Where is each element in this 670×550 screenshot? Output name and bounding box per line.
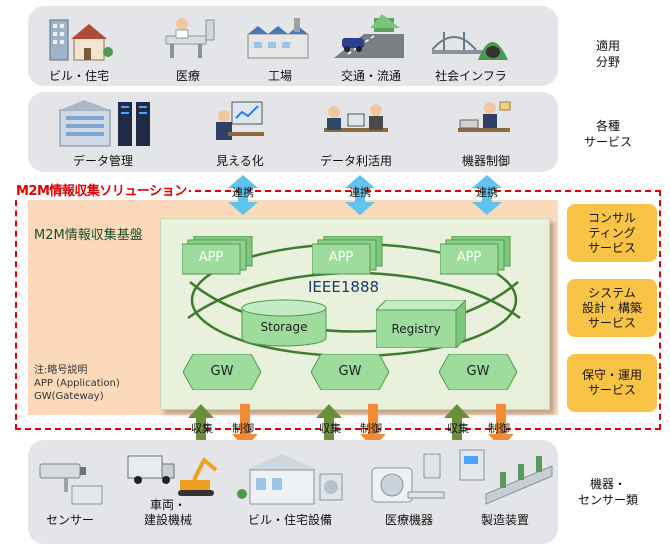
medical-icon [165,18,215,58]
application-item-transport-logistics: 交通・流通 [340,69,401,83]
vehicle-construction-icon [127,455,218,496]
system-design-build-service-button[interactable]: システム 設計・構築 サービス [567,279,657,337]
app-stack-icon [312,236,383,275]
link-label-3: 連携 [476,186,498,199]
gw-label-2: GW [338,364,362,379]
protocol-label: IEEE1888 [308,278,380,296]
platform-title: M2M情報収集基盤 [34,228,143,243]
sensor-camera-icon [39,463,103,505]
gateway-hexagon-icon [183,354,261,390]
service-item-device-control: 機器制御 [461,154,510,168]
collect-label-2: 収集 [319,422,341,435]
storage-label: Storage [260,320,308,334]
control-arrow-icon [232,404,258,448]
link-arrow-icon [472,175,502,215]
registry-box-icon [376,300,466,348]
consulting-service-button[interactable]: コンサル ティング サービス [567,204,657,262]
services-row-label: 各種 サービス [583,119,632,149]
gw-label-1: GW [210,364,234,379]
maintenance-operation-service-button[interactable]: 保守・運用 サービス [567,354,657,412]
manufacturing-equipment-icon [459,449,553,505]
app-label-3: APP [456,250,482,265]
service-item-data-utilization: データ利活用 [319,154,392,168]
link-label-2: 連携 [349,186,371,199]
app-stack-icon [182,236,253,275]
solution-border [15,190,661,430]
device-item-building-equipment: ビル・住宅設備 [247,513,332,527]
app-label-2: APP [328,250,354,265]
control-label-1: 制御 [232,422,254,435]
control-label-3: 制御 [488,422,510,435]
service-item-data-management: データ管理 [72,154,133,168]
device-item-medical-equipment: 医療機器 [384,513,433,527]
device-item-manufacturing-equipment: 製造装置 [480,513,529,527]
devices-row-label: 機器・ センサー類 [577,477,638,507]
medical-device-icon [371,453,445,503]
link-arrow-icon [228,175,258,215]
abbreviation-note: 注:略号説明 APP (Application) GW(Gateway) [34,365,120,402]
registry-label: Registry [391,322,441,336]
factory-icon [247,18,309,59]
collect-label-3: 収集 [447,422,469,435]
control-arrow-icon [360,404,386,448]
link-arrow-icon [345,175,375,215]
gateway-hexagon-icon [439,354,517,390]
infrastructure-icon [432,32,508,60]
building-equipment-icon [237,454,343,505]
app-stack-icon [440,236,511,275]
collect-arrow-icon [316,404,342,448]
device-item-sensor: センサー [45,513,94,527]
device-control-icon [458,101,511,132]
solution-title: M2M情報収集ソリューション [14,180,189,199]
control-label-2: 制御 [360,422,382,435]
storage-cylinder-icon [241,299,327,347]
building-house-icon [49,19,113,61]
device-item-vehicle-construction: 車両・ 建設機械 [143,498,192,527]
application-row-label: 適用 分野 [595,39,620,69]
app-label-1: APP [198,250,224,265]
service-item-visualization: 見える化 [216,154,264,168]
data-utilization-icon [324,104,388,132]
collect-label-1: 収集 [191,422,213,435]
data-center-icon [59,100,150,147]
application-item-medical: 医療 [175,69,200,83]
gw-label-3: GW [466,364,490,379]
control-arrow-icon [488,404,514,448]
link-label-1: 連携 [232,186,254,199]
transport-icon [334,14,404,58]
application-item-factory: 工場 [267,69,292,83]
visualization-icon [216,101,264,140]
collect-arrow-icon [188,404,214,448]
application-item-social-infrastructure: 社会インフラ [435,69,507,83]
application-item-building-house: ビル・住宅 [48,69,109,83]
gateway-hexagon-icon [311,354,389,390]
collect-arrow-icon [444,404,470,448]
